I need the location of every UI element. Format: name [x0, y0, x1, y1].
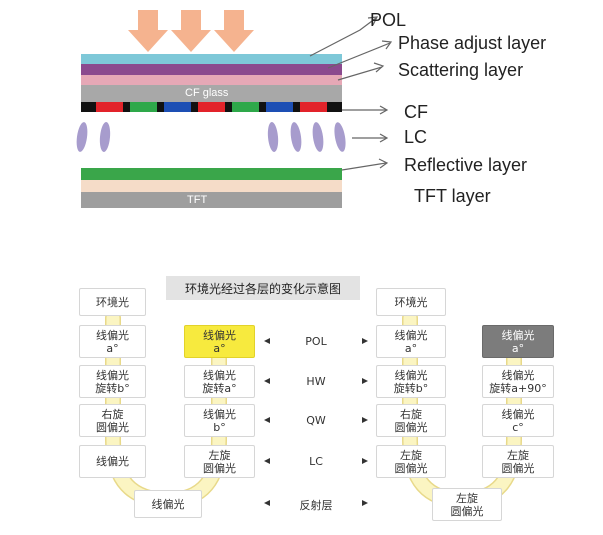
right-linear-rot-b-box: 线偏光旋转b° [376, 365, 446, 398]
right-out-linear-rot-a90-box: 线偏光旋转a+90° [482, 365, 554, 398]
cf-blue [164, 102, 191, 112]
pointer-arrows [309, 16, 393, 171]
cf-pointer-head [379, 105, 389, 115]
right-right-circular-box: 右旋圆偏光 [376, 404, 446, 437]
lc-label: LC [404, 127, 428, 147]
mid-right-arrow [362, 378, 368, 384]
cf-green [232, 102, 259, 112]
mid-left-arrow [264, 378, 270, 384]
mid-label-hw: HW [306, 375, 326, 388]
lc-molecule [312, 122, 324, 152]
left-reflect-linear-box: 线偏光 [134, 490, 202, 518]
phase-pointer [327, 42, 391, 69]
cf-glass-layer [81, 85, 342, 102]
cf-label: CF [404, 102, 428, 122]
pol-pointer-head [367, 16, 379, 26]
lc-molecules [76, 122, 346, 152]
mid-left-arrow [264, 417, 270, 423]
reflect-pointer-head [378, 158, 389, 169]
pol-pointer [309, 17, 377, 57]
lc-molecule [267, 122, 279, 152]
mid-label-pol: POL [305, 335, 327, 348]
mid-label-lc: LC [309, 455, 323, 468]
cf-blue [266, 102, 293, 112]
light-arrow-2 [171, 10, 211, 52]
lc-pointer-head [379, 133, 389, 143]
phase-adjust-label: Phase adjust layer [398, 33, 547, 53]
tft-layer-name: TFT layer [414, 186, 491, 206]
cf-glass-label: CF glass [185, 87, 229, 99]
left-right-circular-box: 右旋圆偏光 [79, 404, 146, 437]
incident-light-arrows [128, 10, 254, 52]
color-filter-row [81, 102, 342, 112]
lc-molecule [334, 122, 346, 152]
phase-adjust-layer [81, 64, 342, 75]
reflect-pointer [341, 162, 387, 171]
lc-molecule [76, 122, 88, 152]
left-linear-box: 线偏光 [79, 445, 146, 478]
mid-arrows [264, 338, 368, 506]
light-arrow-1 [128, 10, 168, 52]
scatter-pointer [337, 66, 383, 81]
left-out-left-circular-box: 左旋圆偏光 [184, 445, 255, 478]
reflective-label: Reflective layer [404, 155, 528, 175]
lcd-cross-section [76, 10, 393, 208]
left-out-linear-rot-a-box: 线偏光旋转a° [184, 365, 255, 398]
pol-label: POL [370, 10, 407, 30]
tft-layer [81, 192, 342, 208]
mid-right-arrow [362, 338, 368, 344]
mid-label-reflect: 反射层 [299, 499, 333, 512]
right-reflect-circular-box: 左旋圆偏光 [432, 488, 502, 521]
right-out-left-circular-box: 左旋圆偏光 [482, 445, 554, 478]
cf-red [96, 102, 123, 112]
lc-molecule [99, 122, 111, 152]
tft-base-layer [81, 180, 342, 192]
mid-label-qw: QW [306, 414, 326, 427]
mid-right-arrow [362, 417, 368, 423]
lc-molecule [290, 122, 302, 152]
pol-layer [81, 54, 342, 64]
reflective-layer [81, 168, 342, 180]
scattering-label: Scattering layer [398, 60, 524, 80]
left-linear-rot-b-box: 线偏光旋转b° [79, 365, 146, 398]
cf-green [130, 102, 157, 112]
scattering-layer [81, 75, 342, 85]
mid-right-arrow [362, 458, 368, 464]
diagram-title: 环境光经过各层的变化示意图 [166, 276, 360, 300]
tft-layer-label: TFT [187, 194, 208, 206]
cf-red [198, 102, 225, 112]
light-arrow-3 [214, 10, 254, 52]
phase-pointer-head [381, 40, 393, 50]
scatter-pointer-head [373, 62, 385, 73]
right-ambient-box: 环境光 [376, 288, 446, 316]
mid-left-arrow [264, 458, 270, 464]
cf-red [300, 102, 327, 112]
mid-left-arrow [264, 500, 270, 506]
mid-right-arrow [362, 500, 368, 506]
right-left-circular-box: 左旋圆偏光 [376, 445, 446, 478]
mid-left-arrow [264, 338, 270, 344]
left-ambient-box: 环境光 [79, 288, 146, 316]
